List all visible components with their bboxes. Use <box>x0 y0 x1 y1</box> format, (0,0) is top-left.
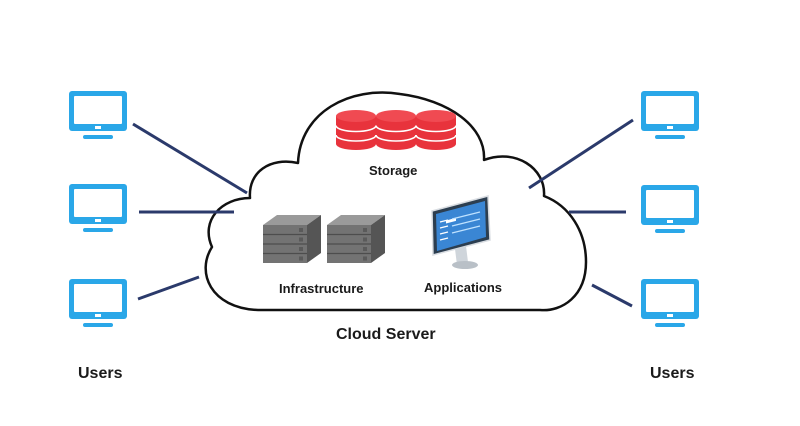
connector-line-left-bottom <box>137 275 200 301</box>
connector-line-right-bottom <box>591 283 633 308</box>
monitor-icon <box>641 91 699 139</box>
infrastructure-label: Infrastructure <box>279 281 364 296</box>
cloud-server-label: Cloud Server <box>336 326 436 343</box>
connector-line-left-top <box>132 122 248 195</box>
right-users-label: Users <box>650 365 695 382</box>
server-rack-icon <box>262 214 322 264</box>
monitor-icon <box>641 279 699 327</box>
applications-label: Applications <box>424 280 503 295</box>
database-icon <box>375 109 417 151</box>
database-icon <box>415 109 457 151</box>
left-users-label: Users <box>78 365 123 382</box>
monitor-icon <box>69 184 127 232</box>
database-icon <box>335 109 377 151</box>
server-rack-icon <box>326 214 386 264</box>
storage-label: Storage <box>369 163 418 178</box>
desktop-app-icon <box>431 195 491 269</box>
monitor-icon <box>69 91 127 139</box>
monitor-icon <box>69 279 127 327</box>
connector-line-right-top <box>528 118 634 190</box>
monitor-icon <box>641 185 699 233</box>
